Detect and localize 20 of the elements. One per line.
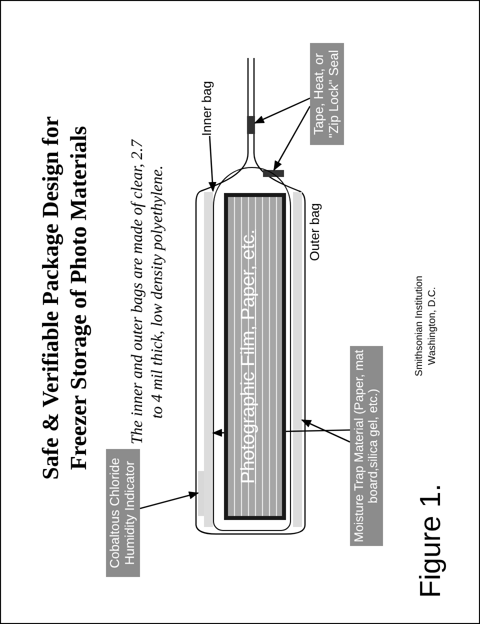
moisture-trap-strip (293, 192, 302, 527)
film-stack: Photographic Film, Paper, etc. (224, 193, 286, 520)
callout-label: Tape, Heat, or "Zip Lock" Seal (310, 43, 344, 145)
part-label: Inner bag (200, 66, 215, 136)
figure-caption: Figure 1. (416, 482, 448, 598)
credit-text: Smithsonian Institution Washington, D.C. (413, 274, 439, 378)
leader-line (301, 419, 350, 443)
leader-line (273, 106, 311, 171)
inner-bag (213, 167, 291, 531)
title: Safe & Verifiable Package Design for Freezer Storage of Photo Materials (37, 115, 92, 482)
subtitle: The inner and outer bags are made of clear, 2.7 to 4 mil thick, low density polyethylene. (128, 138, 167, 446)
callout-label: Moisture Trap Material (Paper, mat board,silica gel, etc.) (350, 346, 383, 546)
indicator-strip (198, 471, 204, 516)
leader-line (140, 491, 199, 510)
part-label: Outer bag (307, 202, 322, 261)
leader-line (208, 136, 216, 192)
seal-strip (247, 116, 255, 134)
moisture-trap-strip (204, 192, 213, 527)
leader-line (254, 98, 310, 124)
callout-label: Cobaltous Chloride Humidity Indicator (106, 449, 140, 577)
